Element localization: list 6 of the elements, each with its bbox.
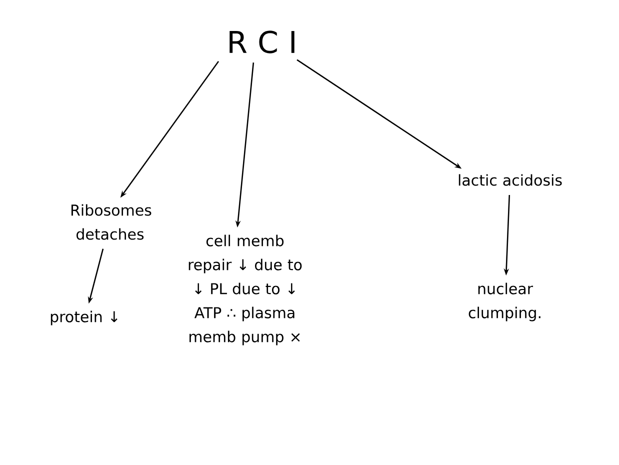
- note-text: cell memb repair ↓ due to ↓ PL due to ↓ ATP ∴ plasma memb pump ×: [188, 234, 302, 346]
- heading-text: R C I: [230, 30, 294, 54]
- note-text: Ribosomes detaches: [71, 204, 152, 240]
- note-text: nuclear clumping.: [468, 282, 540, 322]
- note-text: protein ↓: [50, 310, 118, 326]
- note-text: lactic acidosis: [458, 174, 562, 186]
